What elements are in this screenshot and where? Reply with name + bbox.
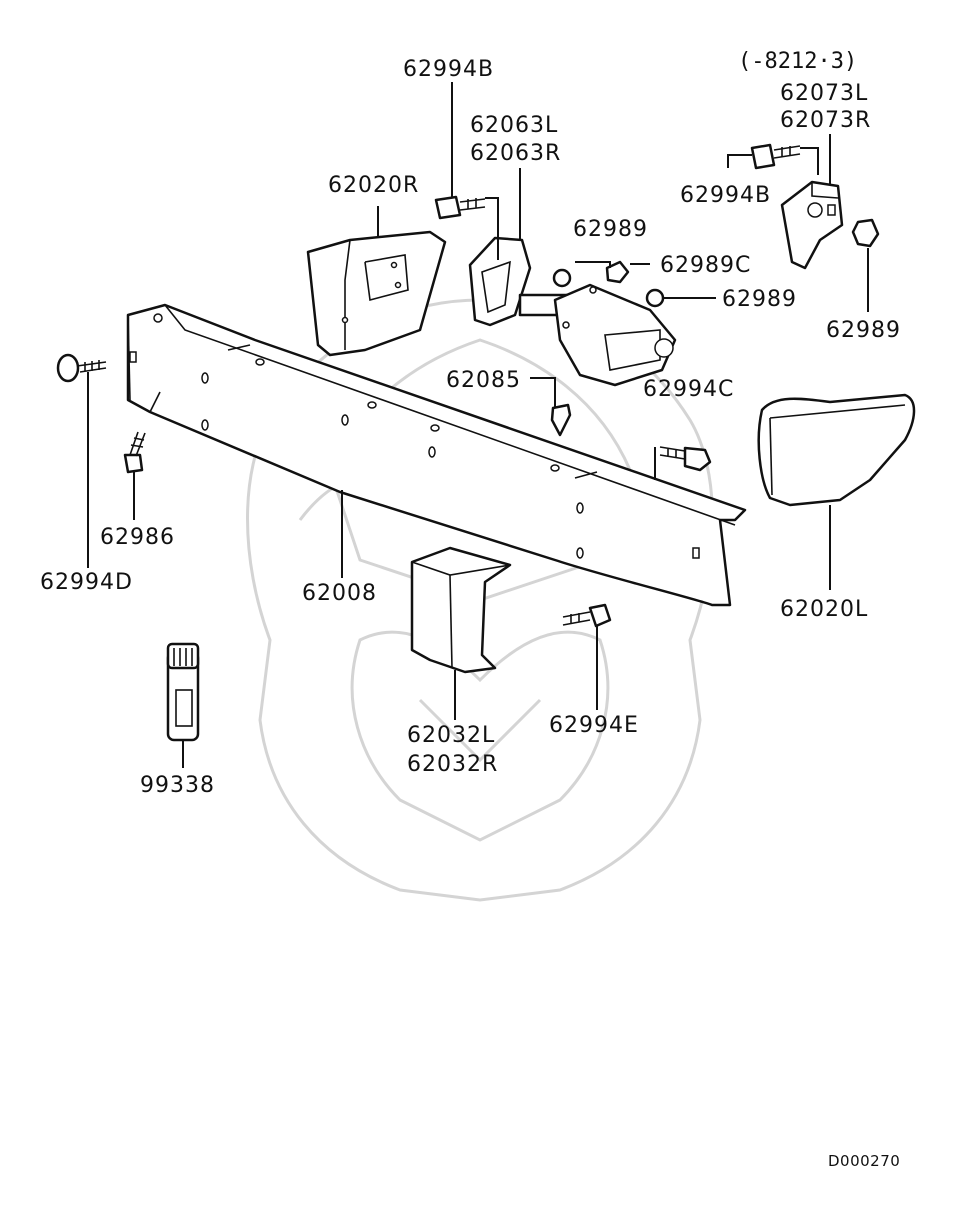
part-labels: 62994B 62063L 62063R 62020R (-8212·3) 62… [40, 49, 901, 1170]
clip-62085 [550, 403, 572, 437]
label-62008: 62008 [302, 581, 377, 606]
bolt-62994C [659, 446, 712, 472]
nut-62989-a [552, 268, 572, 288]
label-62994B-right: 62994B [680, 183, 771, 208]
label-62994B-top: 62994B [403, 57, 494, 82]
touch-up-paint-99338 [166, 642, 200, 742]
cover-62032 [410, 546, 512, 674]
label-62063R: 62063R [470, 141, 561, 166]
label-62073L: 62073L [780, 81, 868, 106]
bracket-62073 [780, 180, 844, 270]
label-62063L: 62063L [470, 113, 558, 138]
nut-62989-b [645, 288, 665, 308]
label-62989-c: 62989 [826, 318, 901, 343]
bolt-62994D [56, 353, 107, 383]
label-62020R: 62020R [328, 173, 419, 198]
bolt-62994B-top [434, 195, 486, 220]
leader-lines [87, 82, 869, 768]
label-62085: 62085 [446, 368, 521, 393]
nut-62989-c [851, 218, 880, 248]
label-62032R: 62032R [407, 752, 498, 777]
end-cap-62020L [757, 393, 916, 507]
label-62994C: 62994C [643, 377, 734, 402]
diagram-code: D000270 [828, 1152, 900, 1170]
label-62989-b: 62989 [722, 287, 797, 312]
bolt-62994E [562, 603, 612, 628]
bracket-62063 [468, 236, 677, 387]
label-62986: 62986 [100, 525, 175, 550]
label-62073R: 62073R [780, 108, 871, 133]
bolt-62994B-right [750, 143, 801, 170]
label-62020L: 62020L [780, 597, 868, 622]
label-62032L: 62032L [407, 723, 495, 748]
label-99338: 99338 [140, 773, 215, 798]
label-62989C: 62989C [660, 253, 751, 278]
reinforcement-bar-62008 [126, 303, 747, 607]
label-62994D: 62994D [40, 570, 133, 595]
bolt-62986 [123, 431, 146, 474]
label-serial-note: (-8212·3) [738, 49, 857, 74]
end-cap-62020R [306, 230, 447, 357]
label-62994E: 62994E [549, 713, 639, 738]
label-62989-a: 62989 [573, 217, 648, 242]
nut-62989C [605, 260, 630, 284]
